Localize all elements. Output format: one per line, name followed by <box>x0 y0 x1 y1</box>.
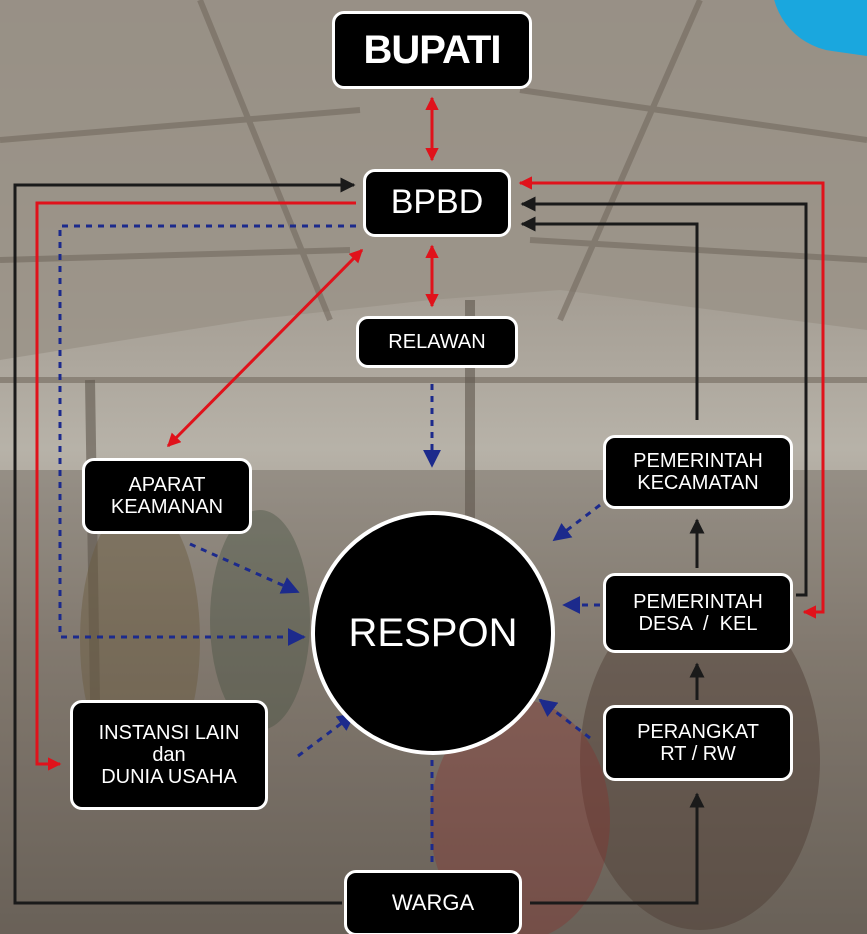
node-relawan: RELAWAN <box>356 316 518 368</box>
edge-bpbd-instansi <box>35 201 356 771</box>
node-desa-line-1: PEMERINTAH <box>633 591 763 613</box>
edge-aparat-respon <box>189 542 300 594</box>
node-respon-label: RESPON <box>348 611 518 655</box>
node-kecamatan-line-1: PEMERINTAH <box>633 450 763 472</box>
node-instansi-line-1: INSTANSI LAIN <box>98 722 240 744</box>
edge-warga-bpbd <box>13 177 356 905</box>
node-perangkat-line-2: RT / RW <box>660 743 736 765</box>
edge-perangkat-respon <box>538 698 591 740</box>
node-pemerintah-desa-kel: PEMERINTAH DESA / KEL <box>603 573 793 653</box>
node-perangkat-line-1: PERANGKAT <box>637 721 759 743</box>
edge-desa-bpbd <box>520 196 808 597</box>
edge-bpbd-respon <box>58 224 356 646</box>
node-aparat-line-1: APARAT <box>128 474 206 496</box>
node-warga: WARGA <box>344 870 522 934</box>
edge-kecamatan-bpbd <box>520 216 699 420</box>
node-aparat-line-2: KEAMANAN <box>110 496 224 518</box>
node-aparat-keamanan: APARAT KEAMANAN <box>82 458 252 534</box>
node-bpbd-label: BPBD <box>390 183 484 222</box>
node-perangkat-rt-rw: PERANGKAT RT / RW <box>603 705 793 781</box>
edge-kecamatan-respon <box>552 503 601 542</box>
node-bupati-label: BUPATI <box>363 28 502 72</box>
node-instansi-line-3: DUNIA USAHA <box>101 766 237 788</box>
node-respon: RESPON <box>311 511 555 755</box>
edge-bpbd-aparat <box>166 248 364 448</box>
edge-warga-perangkat <box>530 792 705 905</box>
node-bupati: BUPATI <box>332 11 532 89</box>
node-instansi-line-2: dan <box>152 744 186 766</box>
edge-instansi-respon <box>297 712 356 758</box>
node-bpbd: BPBD <box>363 169 511 237</box>
edge-bpbd-desa <box>518 176 825 619</box>
node-desa-line-2: DESA / KEL <box>638 613 758 635</box>
node-warga-label: WARGA <box>391 889 475 915</box>
node-pemerintah-kecamatan: PEMERINTAH KECAMATAN <box>603 435 793 509</box>
node-kecamatan-line-2: KECAMATAN <box>637 472 759 494</box>
node-instansi-lain-dunia-usaha: INSTANSI LAIN dan DUNIA USAHA <box>70 700 268 810</box>
node-relawan-label: RELAWAN <box>388 331 486 353</box>
